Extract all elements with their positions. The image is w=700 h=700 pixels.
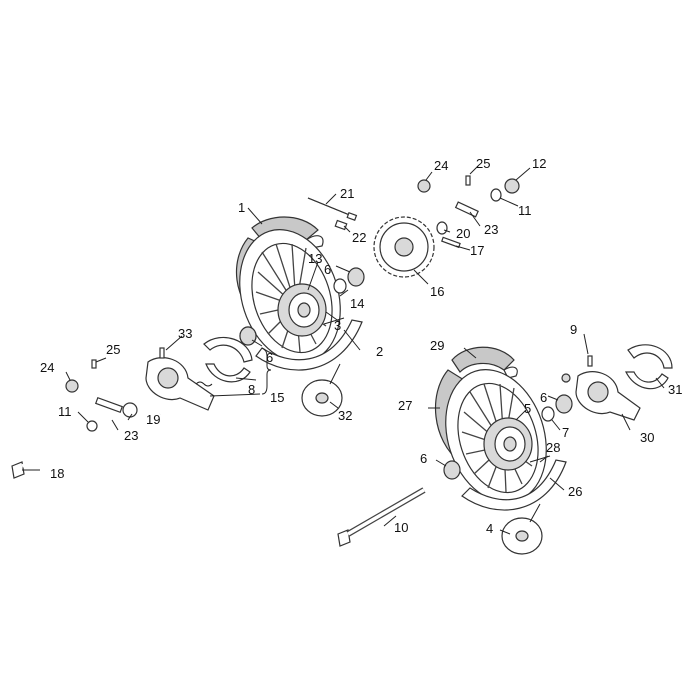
rear-rim [239,229,341,363]
sprocket-bolt [441,236,461,249]
nut-small [417,179,431,193]
sprocket-washer [436,221,448,235]
callout-6: 6 [540,390,547,405]
callout-4: 4 [486,521,493,536]
callout-29: 29 [430,338,444,353]
callout-15: 15 [270,390,284,405]
rear-mudguard [255,319,363,371]
callout-16: 16 [430,284,444,299]
callout-6: 6 [266,350,273,365]
callout-22: 22 [352,230,366,245]
adjuster-nut [504,178,520,194]
callout-6: 6 [324,262,331,277]
front-wheel-assembly [337,344,673,555]
callout-33: 33 [178,326,192,341]
rear-sprocket [373,216,435,278]
callout-5: 5 [524,401,531,416]
callout-9: 9 [570,322,577,337]
callout-2: 2 [376,344,383,359]
callout-20: 20 [456,226,470,241]
callout-21: 21 [340,186,354,201]
callout-25: 25 [106,342,120,357]
rear-bearing-right [347,267,365,287]
adjuster-washer [490,188,502,202]
callout-23: 23 [484,222,498,237]
leader-lines [22,165,665,535]
callout-13: 13 [308,251,322,266]
callout-30: 30 [640,430,654,445]
callout-11: 11 [518,203,532,218]
callout-31: 31 [668,382,682,397]
callout-6: 6 [420,451,427,466]
rear-wheel-assembly [236,175,520,417]
callout-27: 27 [398,398,412,413]
callout-25: 25 [476,156,490,171]
callout-18: 18 [50,466,64,481]
callout-28: 28 [546,440,560,455]
callout-12: 12 [532,156,546,171]
left-brake-assembly [11,326,257,479]
callout-8: 8 [248,382,255,397]
callout-17: 17 [470,243,484,258]
callout-19: 19 [146,412,160,427]
rear-hub [277,283,327,337]
screw-small [465,175,471,186]
rear-spacer [333,278,347,294]
callout-3: 3 [334,318,341,333]
rear-axle [11,412,161,479]
callout-32: 32 [338,408,352,423]
chain-adjuster [454,201,479,218]
callout-labels: 1 2 3 4 5 6 6 6 6 7 8 9 10 11 11 12 13 1… [40,156,682,536]
callout-7: 7 [562,425,569,440]
callout-26: 26 [568,484,582,499]
callout-24: 24 [40,360,54,375]
callout-11: 11 [58,404,72,419]
callout-23: 23 [124,428,138,443]
callout-10: 10 [394,520,408,535]
callout-1: 1 [238,200,245,215]
chain [307,197,358,231]
callout-24: 24 [434,158,448,173]
callout-14: 14 [350,296,364,311]
